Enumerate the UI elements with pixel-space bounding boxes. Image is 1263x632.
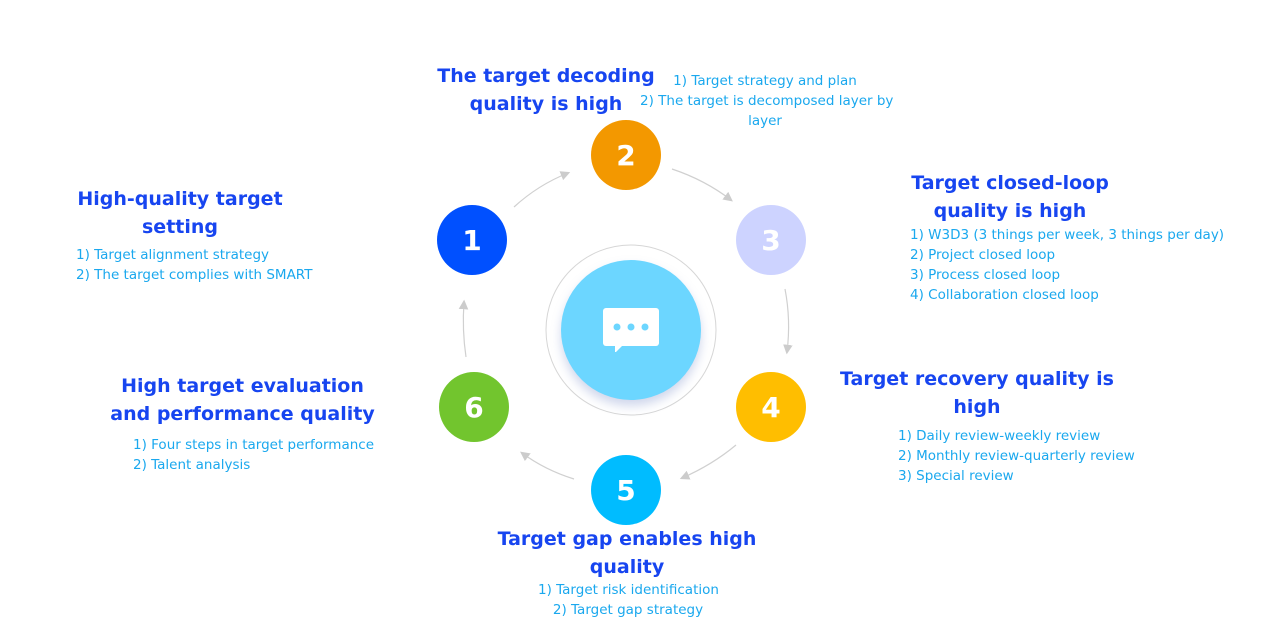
title-line: Target gap enables high (497, 528, 757, 550)
title-line: High target evaluation (121, 375, 364, 397)
step-item: 3) Special review (898, 468, 1014, 484)
step-item: 1) Target risk identification (538, 582, 719, 598)
title-line: High-quality target (77, 188, 283, 210)
step-item: 2) The target complies with SMART (76, 267, 313, 283)
step-item: 2) Talent analysis (133, 457, 251, 473)
step-item: 1) W3D3 (3 things per week, 3 things per… (910, 227, 1225, 243)
step-node-3: 3 (736, 205, 806, 275)
step-items-2: 1) Target strategy and plan 2) The target… (640, 71, 894, 131)
arrow-1-2 (513, 171, 571, 208)
step-items-5: 1) Target risk identification 2) Target g… (538, 580, 719, 620)
step-node-6: 6 (439, 372, 509, 442)
arrow-5-6 (520, 451, 575, 480)
step-item: 2) Target gap strategy (552, 602, 704, 618)
arrow-3-4 (783, 288, 793, 355)
step-items-6: 1) Four steps in target performance 2) Ta… (133, 435, 374, 475)
chat-bubble-icon (603, 308, 659, 352)
title-line: high (953, 396, 1001, 418)
step-item: 1) Target strategy and plan (673, 73, 857, 89)
arrow-2-3 (671, 168, 733, 202)
title-line: quality (589, 556, 665, 578)
step-title-3: Target closed-loop quality is high (890, 169, 1130, 225)
step-item: 3) Process closed loop (910, 267, 1061, 283)
step-title-1: High-quality target setting (60, 185, 300, 241)
title-line: quality is high (933, 200, 1087, 222)
step-item: layer (748, 113, 782, 129)
step-title-6: High target evaluation and performance qu… (110, 372, 375, 428)
step-items-1: 1) Target alignment strategy 2) The targe… (76, 245, 312, 285)
step-title-4: Target recovery quality is high (837, 365, 1117, 421)
arrow-4-5 (679, 444, 737, 480)
step-node-1: 1 (437, 205, 507, 275)
step-item: 1) Target alignment strategy (76, 247, 270, 263)
title-line: Target closed-loop (911, 172, 1109, 194)
outer-ring (545, 244, 717, 416)
title-line: The target decoding (437, 65, 655, 87)
step-title-5: Target gap enables high quality (497, 525, 757, 581)
step-item: 1) Daily review-weekly review (898, 428, 1101, 444)
step-item: 2) Project closed loop (910, 247, 1056, 263)
step-item: 1) Four steps in target performance (133, 437, 375, 453)
step-item: 2) The target is decomposed layer by (640, 93, 894, 109)
step-item: 4) Collaboration closed loop (910, 287, 1099, 303)
step-items-3: 1) W3D3 (3 things per week, 3 things per… (910, 225, 1224, 305)
title-line: setting (142, 216, 218, 238)
step-node-4: 4 (736, 372, 806, 442)
title-line: quality is high (469, 93, 623, 115)
title-line: and performance quality (110, 403, 375, 425)
title-line: Target recovery quality is (840, 368, 1114, 390)
center-circle (561, 260, 701, 400)
step-node-2: 2 (591, 120, 661, 190)
step-title-2: The target decoding quality is high (426, 62, 666, 118)
step-node-5: 5 (591, 455, 661, 525)
step-item: 2) Monthly review-quarterly review (898, 448, 1135, 464)
arrow-6-1 (458, 299, 469, 358)
step-items-4: 1) Daily review-weekly review 2) Monthly … (898, 426, 1135, 486)
